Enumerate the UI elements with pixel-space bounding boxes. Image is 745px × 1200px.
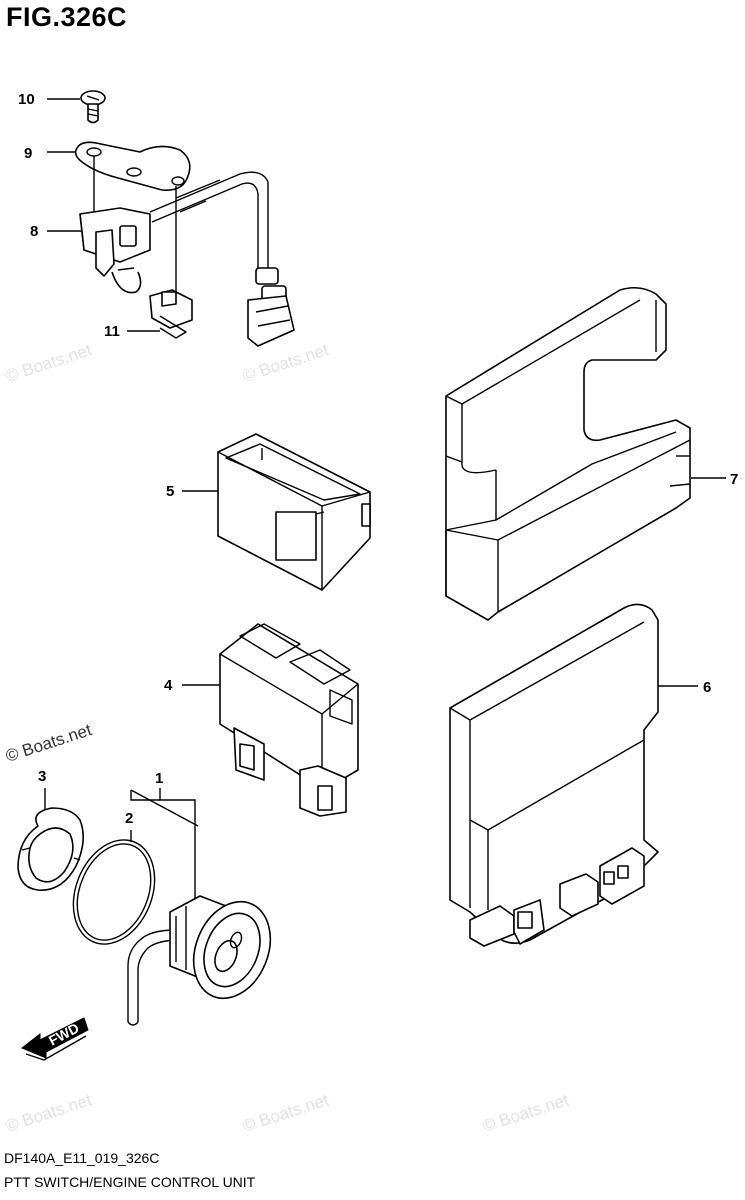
callout-5: 5 <box>166 483 174 500</box>
part-4-control-module <box>219 623 359 817</box>
part-2-o-ring <box>72 839 156 945</box>
part-9-bracket <box>74 141 191 192</box>
callout-2: 2 <box>125 810 133 827</box>
watermark-1: © Boats.net <box>3 340 94 386</box>
watermark-8: © Boats.net <box>480 1090 571 1136</box>
figure-description: PTT SWITCH/ENGINE CONTROL UNIT <box>4 1174 256 1190</box>
leader-lines <box>44 98 726 898</box>
part-8-ptt-switch <box>79 171 295 347</box>
figure-title: FIG.326C <box>6 2 128 32</box>
watermark-2: © Boats.net <box>240 340 331 386</box>
callouts: 10 9 8 11 5 4 7 6 3 1 2 <box>18 91 738 827</box>
callout-6: 6 <box>703 679 711 696</box>
callout-10: 10 <box>18 91 35 108</box>
part-11-clip <box>149 289 193 339</box>
part-3-ring-nut <box>17 807 84 891</box>
callout-11: 11 <box>104 323 120 340</box>
callout-3: 3 <box>38 768 46 785</box>
part-7-holder <box>445 286 691 621</box>
callout-1: 1 <box>155 770 163 787</box>
callout-8: 8 <box>30 223 38 240</box>
watermark-6: © Boats.net <box>3 1090 94 1136</box>
callout-7: 7 <box>730 471 738 488</box>
figure-code: DF140A_E11_019_326C <box>4 1150 160 1166</box>
watermark-dark: © Boats.net <box>3 720 94 766</box>
part-6-ecu <box>449 603 659 947</box>
part-5-cover <box>217 433 371 591</box>
fwd-label: FWD <box>46 1020 82 1049</box>
part-10-screw <box>80 90 106 124</box>
callout-4: 4 <box>164 677 173 694</box>
callout-9: 9 <box>24 145 32 162</box>
watermark-7: © Boats.net <box>240 1090 331 1136</box>
part-1-trim-switch <box>127 895 272 1026</box>
fwd-arrow: FWD <box>21 1017 89 1061</box>
